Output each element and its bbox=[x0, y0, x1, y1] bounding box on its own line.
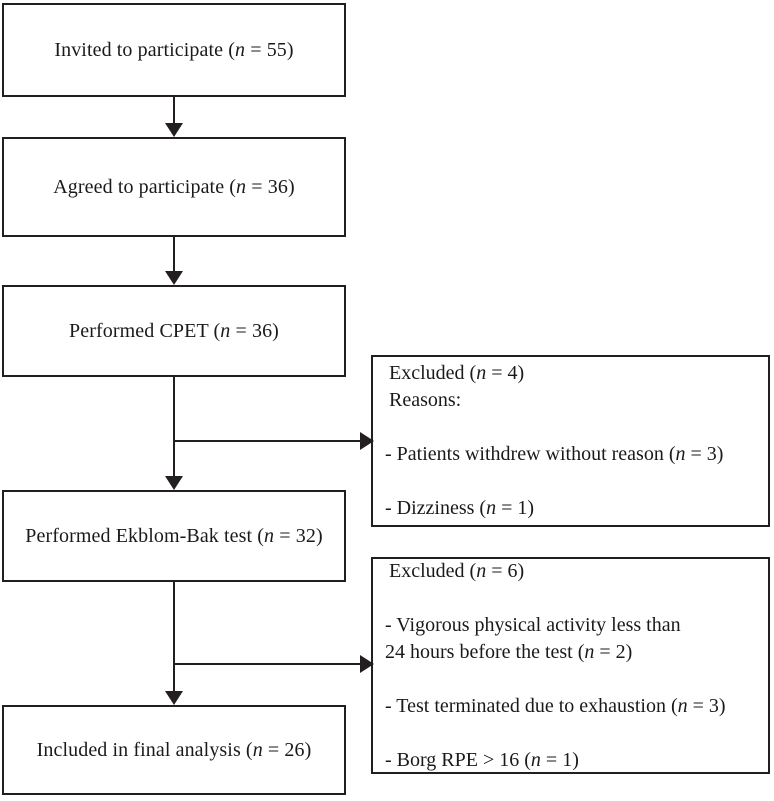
arrowhead-branch-to-exclusion-1 bbox=[360, 432, 374, 450]
exclusion-2-reason-2: - Test terminated due to exhaustion (n =… bbox=[373, 666, 768, 720]
arrowhead-invited-to-agreed bbox=[165, 123, 183, 137]
exclusion-2-title-n: n bbox=[476, 559, 487, 582]
exclusion-1-reason-2-count: 1 bbox=[517, 497, 528, 519]
exclusion-2-reason-1-text: - Vigorous physical activity less than 2… bbox=[385, 613, 681, 663]
exclusion-2-reason-1-count: 2 bbox=[615, 640, 626, 663]
flow-node-ekblom-bak-paren: ) bbox=[315, 524, 323, 547]
connector-branch-to-exclusion-1 bbox=[173, 440, 367, 442]
arrowhead-cpet-to-ekblom-bak bbox=[165, 476, 183, 490]
flow-node-cpet-label: Performed CPET (n = 36) bbox=[69, 318, 279, 344]
exclusion-1-title-paren: ) bbox=[517, 362, 525, 384]
flow-node-agreed: Agreed to participate (n = 36) bbox=[2, 137, 346, 237]
exclusion-2-reason-1-paren: ) bbox=[625, 640, 633, 663]
flow-node-ekblom-bak-text: Performed Ekblom-Bak test ( bbox=[25, 524, 265, 547]
flow-node-included-text: Included in final analysis ( bbox=[36, 738, 253, 761]
flow-node-agreed-n: n bbox=[236, 175, 247, 198]
exclusion-2-reason-1-n: n bbox=[584, 640, 595, 663]
exclusion-1-title-n: n bbox=[476, 362, 487, 384]
flow-node-cpet-paren: ) bbox=[272, 319, 279, 342]
connector-invited-to-agreed bbox=[173, 97, 175, 125]
exclusion-2-title-paren: ) bbox=[517, 559, 525, 582]
flow-node-ekblom-bak-label: Performed Ekblom-Bak test (n = 32) bbox=[25, 523, 322, 549]
flow-node-included-count: 26 bbox=[284, 738, 305, 761]
exclusion-2-reason-2-eq: = bbox=[687, 694, 709, 717]
exclusion-1-reason-2-paren: ) bbox=[527, 497, 535, 519]
exclusion-2-reason-2-n: n bbox=[677, 694, 688, 717]
flow-node-included-paren: ) bbox=[304, 738, 312, 761]
arrowhead-ekblom-bak-to-included bbox=[165, 691, 183, 705]
exclusion-2-title: Excluded (n = 6) bbox=[373, 558, 768, 585]
flow-node-cpet-eq: = bbox=[230, 319, 252, 342]
exclusion-1-reason-2-text: - Dizziness ( bbox=[385, 497, 487, 519]
exclusion-1-title-count: 4 bbox=[507, 362, 518, 384]
flow-node-agreed-paren: ) bbox=[287, 175, 295, 198]
exclusion-1-reason-1-text: - Patients withdrew without reason ( bbox=[385, 443, 676, 465]
exclusion-1-reason-1: - Patients withdrew without reason (n = … bbox=[373, 414, 768, 468]
flow-node-invited-label: Invited to participate (n = 55) bbox=[54, 37, 293, 63]
flow-node-included: Included in final analysis (n = 26) bbox=[2, 705, 346, 795]
flow-node-cpet-text: Performed CPET ( bbox=[69, 319, 221, 342]
flow-node-invited-text: Invited to participate ( bbox=[54, 38, 235, 61]
exclusion-2-reason-3-text: - Borg RPE > 16 ( bbox=[385, 748, 531, 771]
flow-node-ekblom-bak-n: n bbox=[264, 524, 275, 547]
exclusion-2-reason-2-count: 3 bbox=[708, 694, 719, 717]
flow-node-agreed-text: Agreed to participate ( bbox=[53, 175, 237, 198]
exclusion-1-reason-1-eq: = bbox=[685, 443, 707, 465]
exclusion-2-reason-3-n: n bbox=[530, 748, 541, 771]
flow-node-invited-paren: ) bbox=[286, 38, 294, 61]
flow-node-included-label: Included in final analysis (n = 26) bbox=[37, 737, 312, 763]
exclusion-box-2: Excluded (n = 6) - Vigorous physical act… bbox=[371, 557, 770, 774]
exclusion-1-title: Excluded (n = 4) bbox=[373, 360, 768, 387]
exclusion-1-reason-2-n: n bbox=[486, 497, 497, 519]
connector-agreed-to-cpet bbox=[173, 237, 175, 271]
flow-node-agreed-label: Agreed to participate (n = 36) bbox=[53, 174, 294, 200]
flow-node-ekblom-bak: Performed Ekblom-Bak test (n = 32) bbox=[2, 490, 346, 582]
exclusion-2-reason-1: - Vigorous physical activity less than 2… bbox=[373, 585, 768, 666]
exclusion-2-reason-3-paren: ) bbox=[572, 748, 579, 771]
flow-node-cpet-n: n bbox=[220, 319, 231, 342]
arrowhead-agreed-to-cpet bbox=[165, 271, 183, 285]
exclusion-1-reason-1-n: n bbox=[675, 443, 686, 465]
exclusion-1-title-text: Excluded ( bbox=[389, 362, 477, 384]
flow-node-cpet-count: 36 bbox=[251, 319, 273, 342]
exclusion-2-reason-1-eq: = bbox=[594, 640, 616, 663]
exclusion-2-title-count: 6 bbox=[507, 559, 518, 582]
flow-node-ekblom-bak-eq: = bbox=[274, 524, 296, 547]
exclusion-2-reason-2-text: - Test terminated due to exhaustion ( bbox=[385, 694, 678, 717]
connector-branch-to-exclusion-2 bbox=[173, 663, 367, 665]
exclusion-2-reason-2-paren: ) bbox=[718, 694, 726, 717]
flow-node-invited-eq: = bbox=[245, 38, 267, 61]
exclusion-1-reason-1-count: 3 bbox=[706, 443, 717, 465]
exclusion-1-reason-2-eq: = bbox=[496, 497, 518, 519]
flow-node-included-eq: = bbox=[262, 738, 285, 761]
exclusion-1-title-eq: = bbox=[486, 362, 508, 384]
connector-ekblom-bak-to-included bbox=[173, 582, 175, 691]
flow-node-invited-n: n bbox=[235, 38, 246, 61]
flow-node-included-n: n bbox=[252, 738, 263, 761]
exclusion-1-reason-2: - Dizziness (n = 1) bbox=[373, 468, 768, 522]
exclusion-1-reason-1-paren: ) bbox=[716, 443, 724, 465]
flow-node-cpet: Performed CPET (n = 36) bbox=[2, 285, 346, 377]
connector-cpet-to-ekblom-bak bbox=[173, 377, 175, 476]
exclusion-2-reason-3-eq: = bbox=[540, 748, 563, 771]
arrowhead-branch-to-exclusion-2 bbox=[360, 655, 374, 673]
flow-node-ekblom-bak-count: 32 bbox=[295, 524, 316, 547]
flow-node-agreed-eq: = bbox=[246, 175, 268, 198]
exclusion-2-title-eq: = bbox=[486, 559, 508, 582]
flow-node-invited-count: 55 bbox=[266, 38, 287, 61]
exclusion-2-title-text: Excluded ( bbox=[389, 559, 477, 582]
exclusion-1-subtitle: Reasons: bbox=[389, 389, 462, 411]
exclusion-box-1: Excluded (n = 4) Reasons: - Patients wit… bbox=[371, 355, 770, 527]
flow-node-invited: Invited to participate (n = 55) bbox=[2, 3, 346, 97]
exclusion-2-reason-3-count: 1 bbox=[562, 748, 573, 771]
exclusion-2-reason-3: - Borg RPE > 16 (n = 1) bbox=[373, 720, 768, 774]
flow-node-agreed-count: 36 bbox=[267, 175, 288, 198]
